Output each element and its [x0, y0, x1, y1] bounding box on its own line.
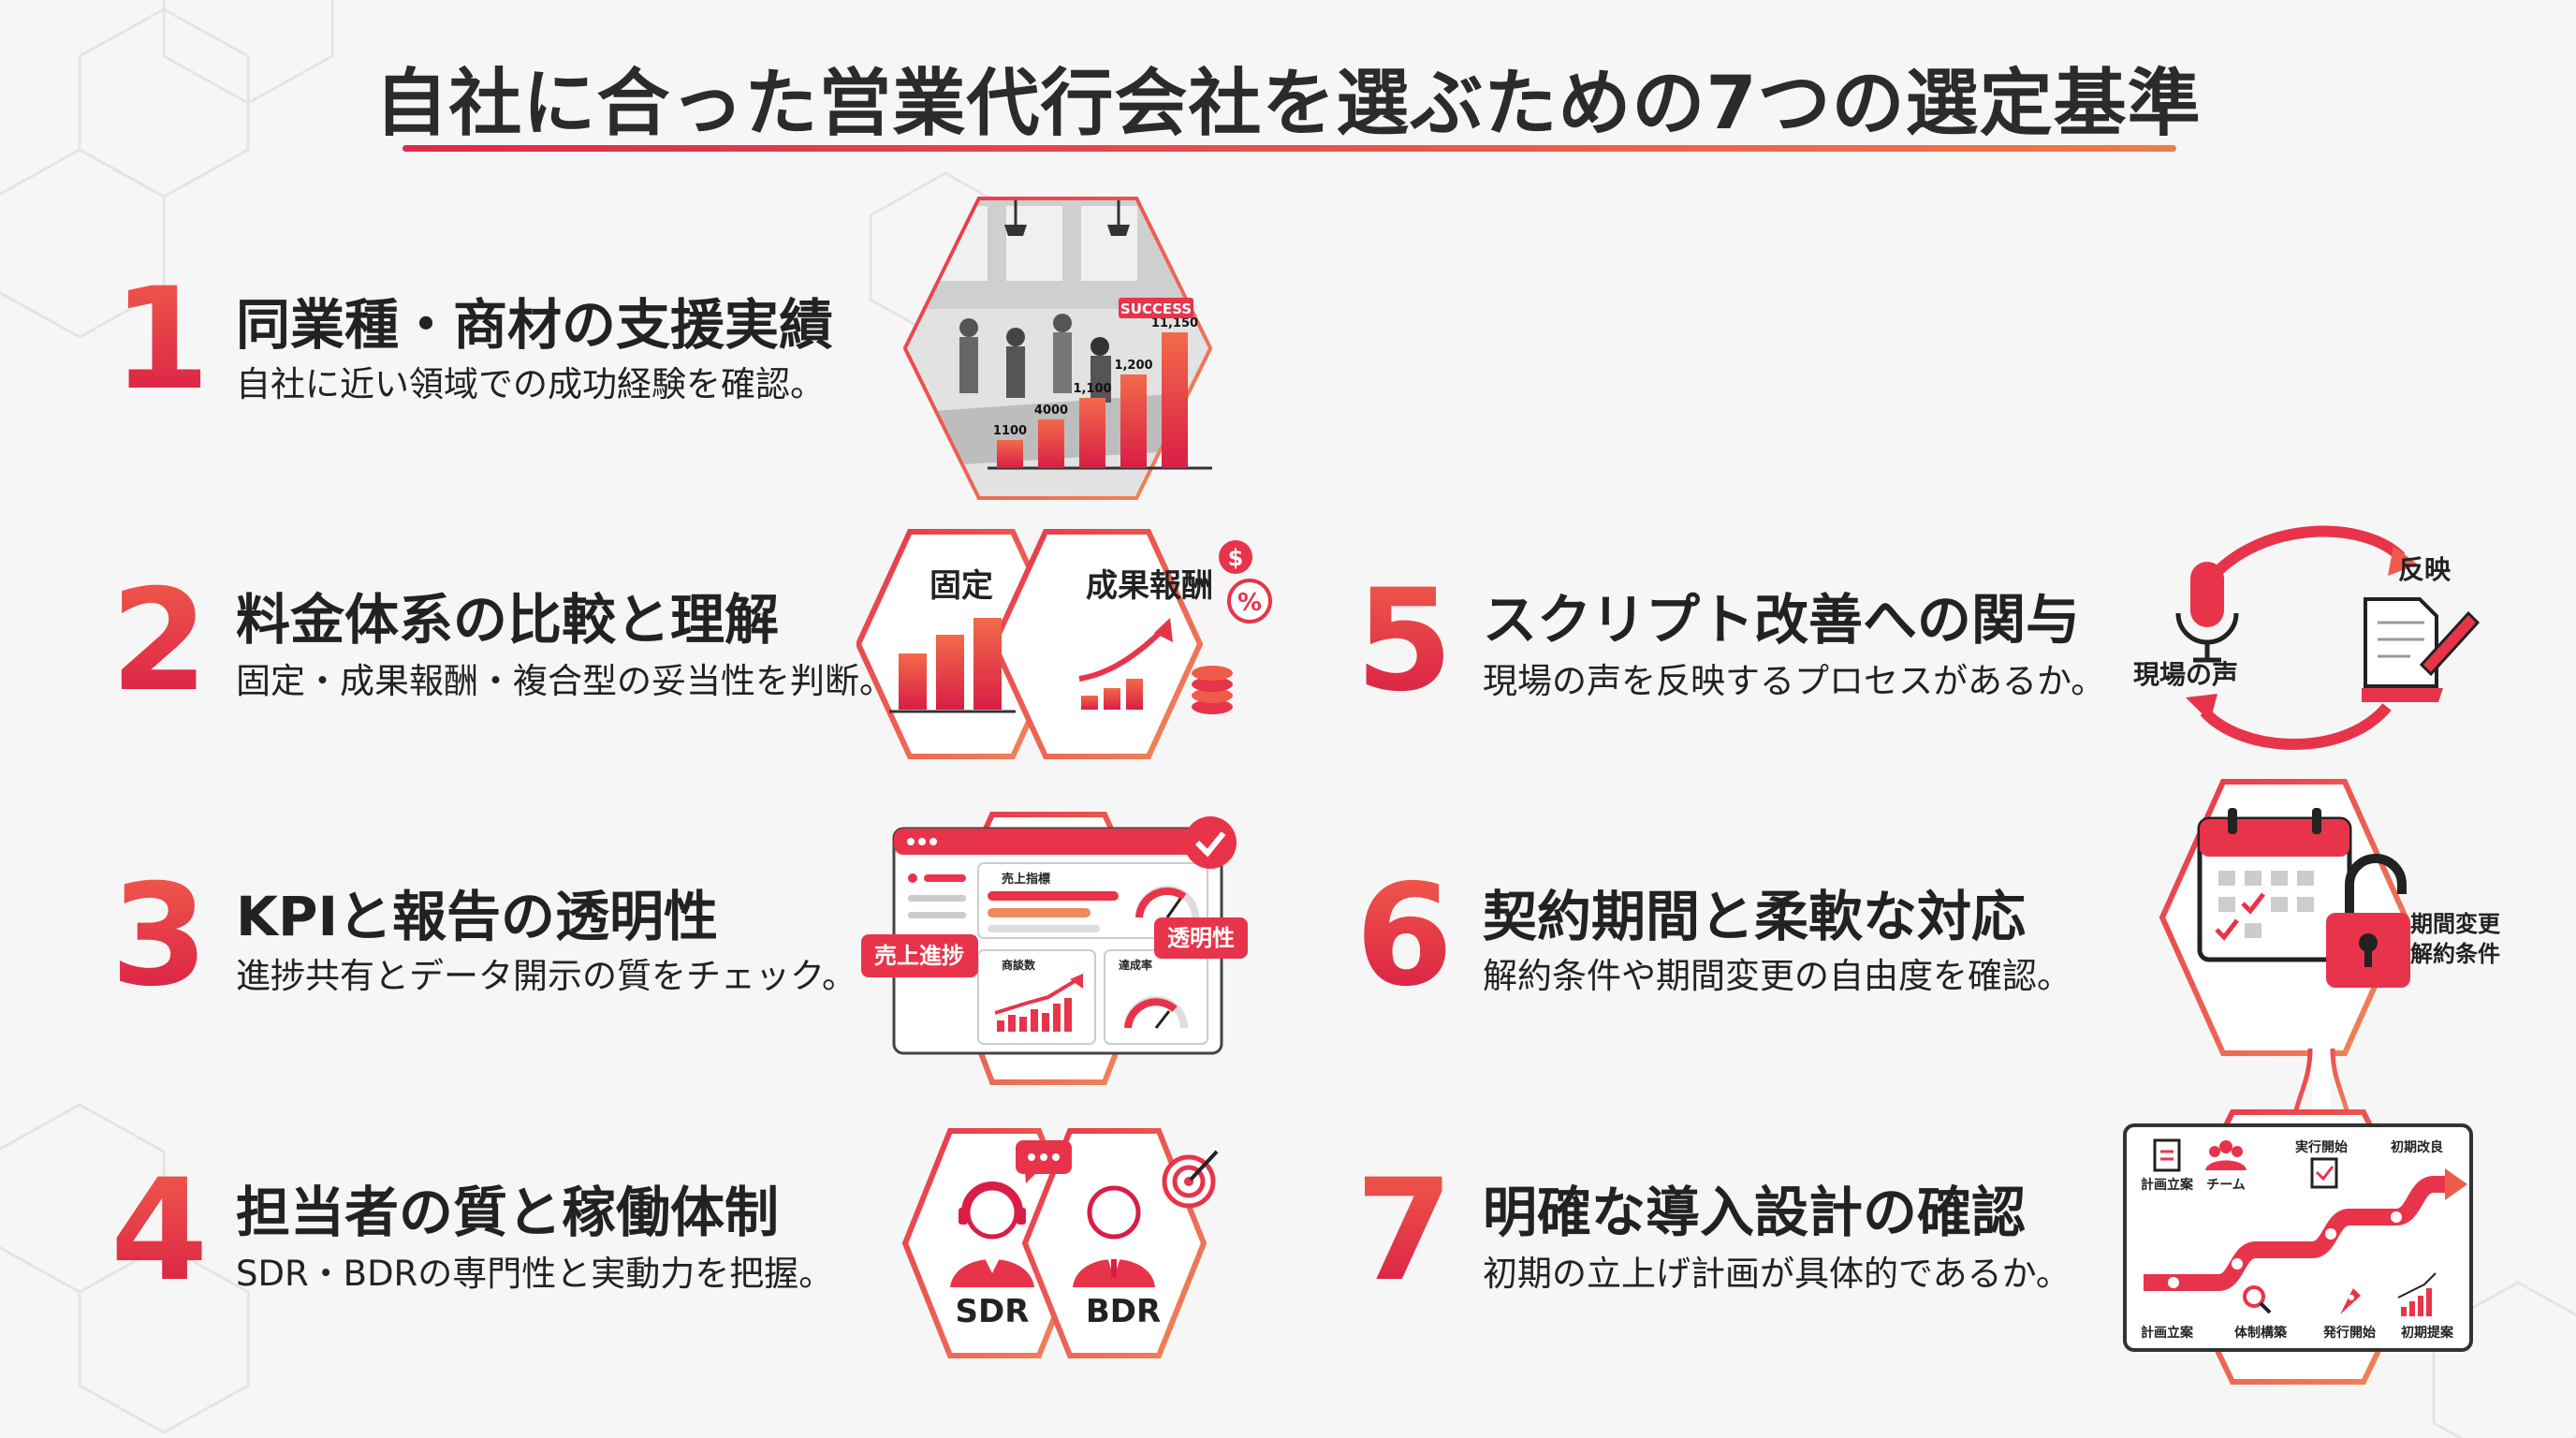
bdr-label: BDR	[1086, 1293, 1161, 1330]
chat-bubble-icon	[1016, 1140, 1072, 1183]
criterion-1-desc: 自社に近い領域での成功経験を確認。	[236, 364, 825, 404]
check-badge-icon	[1184, 816, 1237, 869]
tag-transparency-label: 透明性	[1167, 925, 1235, 951]
roadmap-step-bottom-4: 初期提案	[2401, 1325, 2454, 1341]
pricing-reward-label: 成果報酬	[1086, 567, 1213, 605]
voice-label: 現場の声	[2133, 659, 2238, 690]
tag-sales-progress-label: 売上進捗	[874, 943, 964, 969]
criterion-6-desc: 解約条件や期間変更の自由度を確認。	[1483, 956, 2071, 996]
reflect-label: 反映	[2398, 554, 2452, 585]
criterion-7-heading: 明確な導入設計の確認	[1483, 1181, 2027, 1244]
criterion-1-number: 1	[112, 258, 211, 421]
success-badge	[1119, 298, 1193, 318]
success-chart-bar-label: 4000	[1034, 404, 1068, 418]
page-title: 自社に合った営業代行会社を選ぶための7つの選定基準	[374, 62, 2202, 146]
success-chart-bar	[1079, 398, 1105, 468]
sdr-label: SDR	[956, 1293, 1030, 1330]
contract-label-1: 期間変更	[2410, 911, 2501, 937]
criterion-3-desc: 進捗共有とデータ開示の質をチェック。	[236, 956, 857, 996]
success-chart-bar-label: 1,200	[1114, 359, 1152, 373]
dashboard-card-deals: 商談数	[1002, 958, 1036, 972]
illustration-roadmap: 計画立案 チーム 実行開始 初期改良 計画立案 体制構築 発行開始 初期提案	[2123, 1109, 2473, 1385]
dollar-symbol: $	[1228, 545, 1244, 571]
target-icon	[1162, 1150, 1219, 1209]
roadmap-step-bottom-1: 計画立案	[2141, 1325, 2194, 1341]
success-chart-bar	[1162, 332, 1188, 468]
criterion-5-desc: 現場の声を反映するプロセスがあるか。	[1483, 661, 2106, 701]
success-chart-bar-label: 1,100	[1073, 382, 1111, 396]
roadmap-step-bottom-2: 体制構築	[2234, 1325, 2288, 1341]
criterion-4-desc: SDR・BDRの専門性と実動力を把握。	[236, 1254, 834, 1294]
criterion-7-desc: 初期の立上げ計画が具体的であるか。	[1483, 1254, 2071, 1294]
success-chart-bar	[1120, 374, 1147, 468]
criterion-2-number: 2	[110, 560, 209, 723]
success-chart-bar-label: 1100	[993, 424, 1027, 438]
rocket-icon	[2340, 1288, 2361, 1314]
microphone-icon	[2175, 562, 2239, 663]
tag-sales-progress	[861, 934, 978, 977]
criterion-6-heading: 契約期間と柔軟な対応	[1483, 885, 2027, 948]
bdr-person-icon	[1073, 1185, 1155, 1287]
success-chart-bar-label: 11,150	[1151, 316, 1198, 330]
criterion-3-number: 3	[110, 855, 209, 1018]
magnifier-icon	[2243, 1285, 2272, 1314]
calendar-icon	[2197, 808, 2352, 962]
success-chart-bar	[1038, 419, 1064, 468]
tag-transparency	[1154, 917, 1248, 959]
unlocked-padlock-icon	[2326, 854, 2410, 988]
document-pen-icon	[2362, 597, 2481, 702]
growth-chart-icon	[2397, 1272, 2437, 1316]
roadmap-step-top-3: 実行開始	[2295, 1139, 2348, 1155]
roadmap-step-top-1: 計画立案	[2141, 1177, 2194, 1193]
criterion-7-number: 7	[1355, 1150, 1454, 1313]
illustration-feedback-cycle: 現場の声 反映	[2133, 525, 2481, 750]
pricing-fixed-label: 固定	[929, 567, 993, 605]
criterion-5-heading: スクリプト改善への関与	[1483, 588, 2081, 652]
criterion-5-number: 5	[1355, 560, 1454, 723]
dashboard-panel-title: 売上指標	[1002, 872, 1050, 887]
criterion-4-number: 4	[110, 1150, 209, 1313]
criterion-2-heading: 料金体系の比較と理解	[236, 588, 780, 652]
illustration-contract: 期間変更 解約条件	[2159, 779, 2501, 1056]
success-badge-label: SUCCESS	[1120, 301, 1192, 317]
team-icon	[2205, 1140, 2247, 1170]
dollar-icon	[1219, 540, 1252, 574]
clipboard-icon	[2153, 1138, 2181, 1172]
contract-label-2: 解約条件	[2410, 941, 2500, 967]
criterion-1-heading: 同業種・商材の支援実績	[236, 293, 834, 357]
success-chart-bar	[997, 440, 1023, 468]
criterion-6-number: 6	[1355, 855, 1454, 1018]
title-underline	[402, 145, 2176, 152]
sdr-person-icon	[950, 1181, 1034, 1287]
coin-stack-icon	[1192, 666, 1233, 714]
criterion-2-desc: 固定・成果報酬・複合型の妥当性を判断。	[236, 661, 894, 701]
illustration-pricing: 固定 成果報酬 $ %	[856, 529, 1272, 759]
dashboard-card-achievement: 達成率	[1119, 958, 1152, 972]
roadmap-step-bottom-3: 発行開始	[2322, 1325, 2376, 1341]
illustration-dashboard: 売上指標 商談数 達成率 売上進捗 透明性	[861, 812, 1248, 1085]
criterion-3-heading: KPIと報告の透明性	[236, 885, 719, 948]
roadmap-step-top-2: チーム	[2206, 1178, 2246, 1193]
illustration-sdr-bdr: SDR BDR	[901, 1128, 1219, 1358]
roadmap-step-top-4: 初期改良	[2391, 1139, 2443, 1155]
checklist-icon	[2310, 1157, 2338, 1189]
criterion-4-heading: 担当者の質と稼働体制	[236, 1181, 780, 1244]
percent-icon	[1227, 579, 1272, 624]
percent-symbol: %	[1237, 589, 1262, 617]
